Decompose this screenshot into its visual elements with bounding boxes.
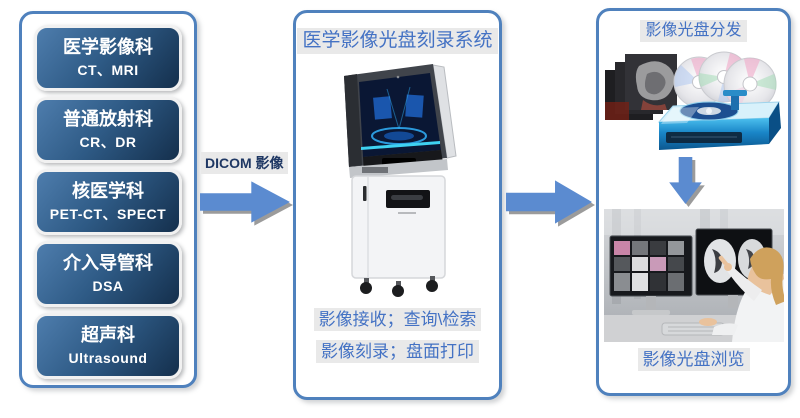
burner-feature-burn: 影像刻录；盘面打印 bbox=[316, 340, 479, 364]
arrow-right-icon bbox=[506, 179, 592, 225]
distribution-panel: 影像光盘分发 bbox=[596, 8, 791, 396]
optical-discs-icon bbox=[673, 51, 776, 111]
department-modalities: PET-CT、SPECT bbox=[49, 205, 167, 222]
department-modalities: CR、DR bbox=[79, 133, 137, 150]
arrow-down-shape bbox=[669, 157, 702, 204]
arrow-right-shape bbox=[506, 180, 592, 224]
department-modalities: CT、MRI bbox=[77, 61, 139, 78]
department-name: 超声科 bbox=[81, 325, 135, 346]
department-box-general-radiology: 普通放射科 CR、DR bbox=[34, 97, 182, 163]
brain-mri-films-icon bbox=[604, 54, 677, 120]
arrow-right-shape bbox=[200, 181, 290, 223]
radiologist-figure bbox=[698, 247, 784, 342]
department-box-nuclear-medicine: 核医学科 PET-CT、SPECT bbox=[34, 169, 182, 235]
disc-distribution-icon bbox=[604, 51, 781, 150]
department-box-interventional: 介入导管科 DSA bbox=[34, 241, 182, 307]
department-name: 普通放射科 bbox=[63, 109, 153, 130]
radiologist-viewing-image bbox=[603, 209, 784, 342]
department-box-ultrasound: 超声科 Ultrasound bbox=[34, 313, 182, 379]
department-name: 医学影像科 bbox=[63, 37, 153, 58]
source-departments-panel: 医学影像科 CT、MRI 普通放射科 CR、DR 核医学科 PET-CT、SPE… bbox=[19, 11, 197, 388]
department-modalities: DSA bbox=[92, 277, 124, 294]
arrow-down-icon bbox=[669, 157, 703, 204]
department-name: 介入导管科 bbox=[63, 253, 153, 274]
disc-burning-kiosk-icon bbox=[343, 63, 457, 297]
left-monitor bbox=[609, 235, 692, 315]
department-box-radiology-imaging: 医学影像科 CT、MRI bbox=[34, 25, 182, 91]
distribution-panel-title: 影像光盘分发 bbox=[640, 20, 747, 42]
dicom-flow-label: DICOM 影像 bbox=[201, 152, 288, 174]
burner-feature-receive: 影像接收；查询\检索 bbox=[313, 307, 482, 331]
arrow-right-icon bbox=[200, 180, 290, 224]
department-modalities: Ultrasound bbox=[68, 349, 148, 366]
distribution-bottom-label: 影像光盘浏览 bbox=[637, 348, 750, 372]
burner-system-panel: 医学影像光盘刻录系统 bbox=[293, 10, 502, 400]
department-name: 核医学科 bbox=[72, 181, 144, 202]
disc-publisher-icon bbox=[657, 90, 781, 150]
burner-panel-title: 医学影像光盘刻录系统 bbox=[297, 28, 498, 54]
